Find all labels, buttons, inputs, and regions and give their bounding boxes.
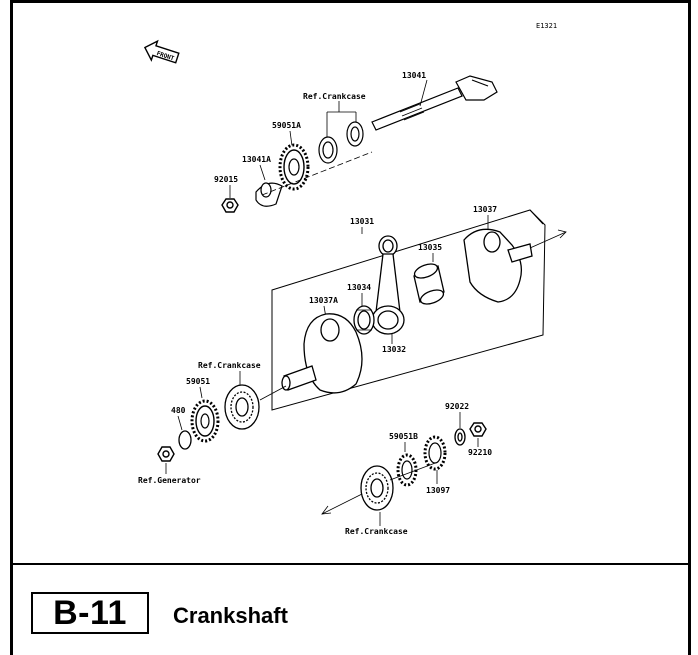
label-13032: 13032 — [382, 345, 406, 354]
output-shaft-13041 — [371, 75, 498, 131]
label-13041: 13041 — [402, 71, 426, 80]
bearing-mid — [224, 384, 260, 430]
frame-top-rule — [10, 0, 691, 3]
label-92210: 92210 — [468, 448, 492, 457]
label-92015: 92015 — [214, 175, 238, 184]
label-13037: 13037 — [473, 205, 497, 214]
gear-59051 — [190, 399, 220, 443]
nut-92015 — [221, 198, 239, 213]
label-59051B: 59051B — [389, 432, 418, 441]
gear-59051B — [396, 453, 418, 487]
bearing-top-right — [346, 121, 364, 147]
gear-59051A — [278, 143, 310, 191]
cam-13041A — [255, 182, 283, 207]
washer-92022 — [454, 428, 466, 446]
label-ref-crankcase-top: Ref.Crankcase — [303, 92, 366, 101]
label-ref-generator: Ref.Generator — [138, 476, 201, 485]
label-13031: 13031 — [350, 217, 374, 226]
circlip-480 — [178, 430, 192, 450]
label-480: 480 — [171, 406, 186, 415]
bearing-top-left — [318, 136, 338, 164]
label-92022: 92022 — [445, 402, 469, 411]
connecting-rod-13032 — [371, 235, 405, 335]
page-title: Crankshaft — [173, 603, 288, 628]
bearing-bottom — [360, 465, 394, 511]
crank-pin-13035 — [413, 263, 445, 305]
page-frame — [10, 0, 691, 655]
label-13037A: 13037A — [309, 296, 338, 305]
label-ref-crankcase-mid: Ref.Crankcase — [198, 361, 261, 370]
label-13041A: 13041A — [242, 155, 271, 164]
nut-92210 — [469, 422, 487, 437]
crank-web-13037A — [281, 313, 363, 394]
drawing-code: E1321 — [536, 22, 558, 30]
label-13035: 13035 — [418, 243, 442, 252]
exploded-parts-diagram: FRONT 13041 Ref.Crankcase 59051A 13041A … — [138, 39, 567, 536]
label-59051A: 59051A — [272, 121, 301, 130]
front-direction-arrow: FRONT — [143, 39, 180, 64]
crank-web-13037 — [463, 228, 533, 303]
label-13097: 13097 — [426, 486, 450, 495]
label-ref-crankcase-bottom: Ref.Crankcase — [345, 527, 408, 536]
frame-bottom-rule — [10, 563, 691, 565]
needle-bearing-13034 — [353, 305, 375, 335]
gear-13097 — [423, 435, 447, 471]
label-59051: 59051 — [186, 377, 210, 386]
page-code-box: B-11 — [31, 592, 149, 634]
label-13034: 13034 — [347, 283, 371, 292]
page-code: B-11 — [53, 593, 127, 632]
nut-generator — [157, 446, 175, 462]
